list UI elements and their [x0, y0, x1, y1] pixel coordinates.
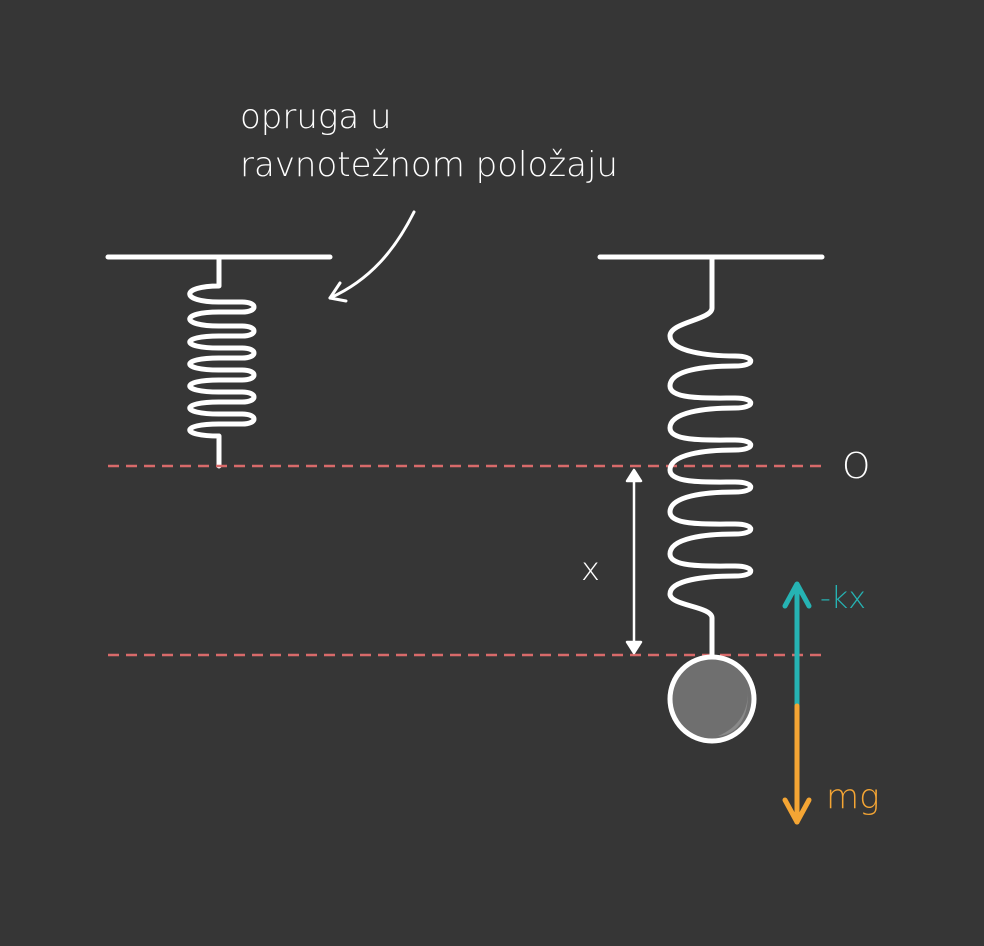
gravity-force-arrow	[782, 703, 812, 825]
displacement-label: x	[581, 550, 600, 588]
annotation-arrow	[328, 210, 416, 303]
annotation-line-2: ravnotežnom položaju	[240, 145, 618, 185]
spring-force-label: -kx	[820, 581, 866, 616]
annotation-line-1: opruga u	[240, 97, 392, 137]
origin-label: O	[842, 446, 870, 487]
displacement-arrow	[625, 468, 643, 655]
mass	[667, 654, 757, 744]
spring-force-arrow	[782, 581, 812, 709]
right-spring	[667, 254, 754, 661]
left-spring	[187, 254, 257, 469]
gravity-force-label: mg	[826, 777, 880, 817]
